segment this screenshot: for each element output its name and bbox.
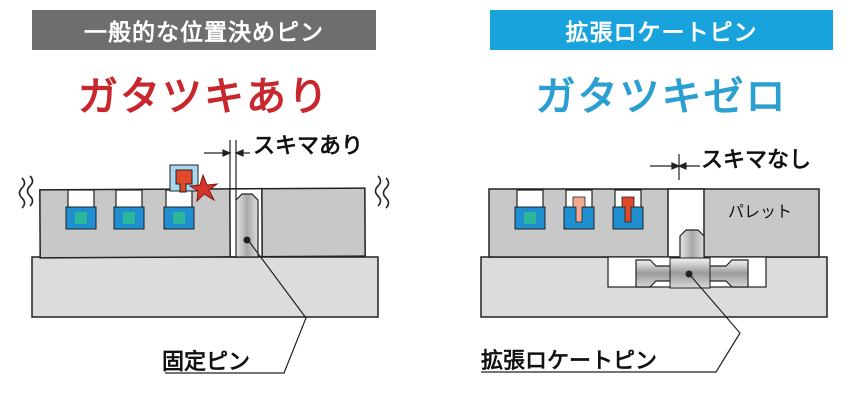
fixed-pin	[235, 193, 259, 258]
fixed-pin-label: 固定ピン	[162, 350, 251, 375]
left-clamp-1	[65, 189, 97, 230]
dimension-arrow-icon	[650, 154, 700, 180]
dislodged-clamp-piece	[169, 164, 199, 193]
expanding-locate-pin	[635, 229, 749, 289]
conventional-pin-badge: 一般的な位置決めピン	[32, 10, 376, 50]
gap-zero-label: スキマなし	[701, 148, 812, 173]
left-base-plate	[31, 256, 379, 318]
vibration-icon	[374, 175, 382, 207]
vibration-icon	[26, 175, 34, 207]
pallet-label: パレット	[728, 202, 793, 221]
expanding-locate-pin-badge: 拡張ロケートピン	[490, 10, 833, 50]
vibration-icon	[18, 177, 26, 209]
left-fixture	[18, 140, 390, 374]
vibration-icon	[382, 177, 390, 209]
right-clamp-3	[612, 189, 644, 230]
fixed-pin-leader-line	[165, 239, 307, 374]
left-clamp-3	[163, 189, 195, 230]
locate-pin-leader-line	[481, 274, 741, 373]
dimension-arrow-icon	[204, 140, 250, 200]
left-clamp-2	[113, 189, 145, 230]
right-clamp-2	[563, 189, 595, 230]
expanding-locate-pin-label: 拡張ロケートピン	[481, 349, 658, 374]
gap-present-label: スキマあり	[253, 134, 364, 159]
collision-star-icon	[188, 173, 219, 203]
rattle-zero-heading: ガタツキゼロ	[535, 74, 788, 120]
rattle-present-heading: ガタツキあり	[78, 74, 330, 120]
right-clamp-1	[514, 189, 546, 230]
right-fixture	[480, 154, 828, 373]
